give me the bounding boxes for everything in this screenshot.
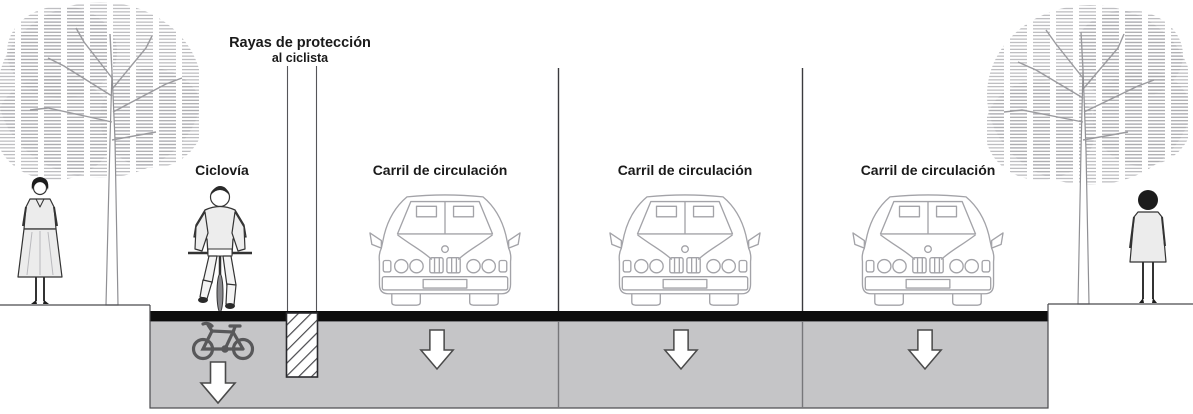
pedestrian-right (1129, 190, 1167, 303)
road-top-band (150, 311, 1048, 321)
lane-label-3: Carril de circulación (860, 162, 996, 178)
pedestrian-left (17, 177, 63, 304)
tree-right (985, 5, 1193, 305)
protection-stripes-label: Rayas de protección al ciclista (180, 36, 420, 66)
car-lane-1 (369, 194, 521, 306)
hatched-buffer-stripe (285, 312, 319, 378)
sidewalk-edges (0, 303, 1193, 321)
lane-label-2: Carril de circulación (617, 162, 753, 178)
cycleway-label: Ciclovía (195, 162, 249, 178)
bicycle-icon (191, 321, 255, 361)
protection-stripes-label-line1: Rayas de protección (229, 35, 371, 51)
lane-divider-lines (557, 68, 804, 311)
cyclist (188, 186, 252, 313)
tree-left (0, 2, 204, 306)
car-lane-3 (852, 194, 1004, 306)
protection-stripes-label-line2: al ciclista (271, 51, 329, 65)
road-section (149, 311, 1049, 409)
lane-label-1: Carril de circulación (372, 162, 508, 178)
car-lane-2 (609, 194, 761, 306)
protection-stripe-lines (286, 66, 318, 311)
